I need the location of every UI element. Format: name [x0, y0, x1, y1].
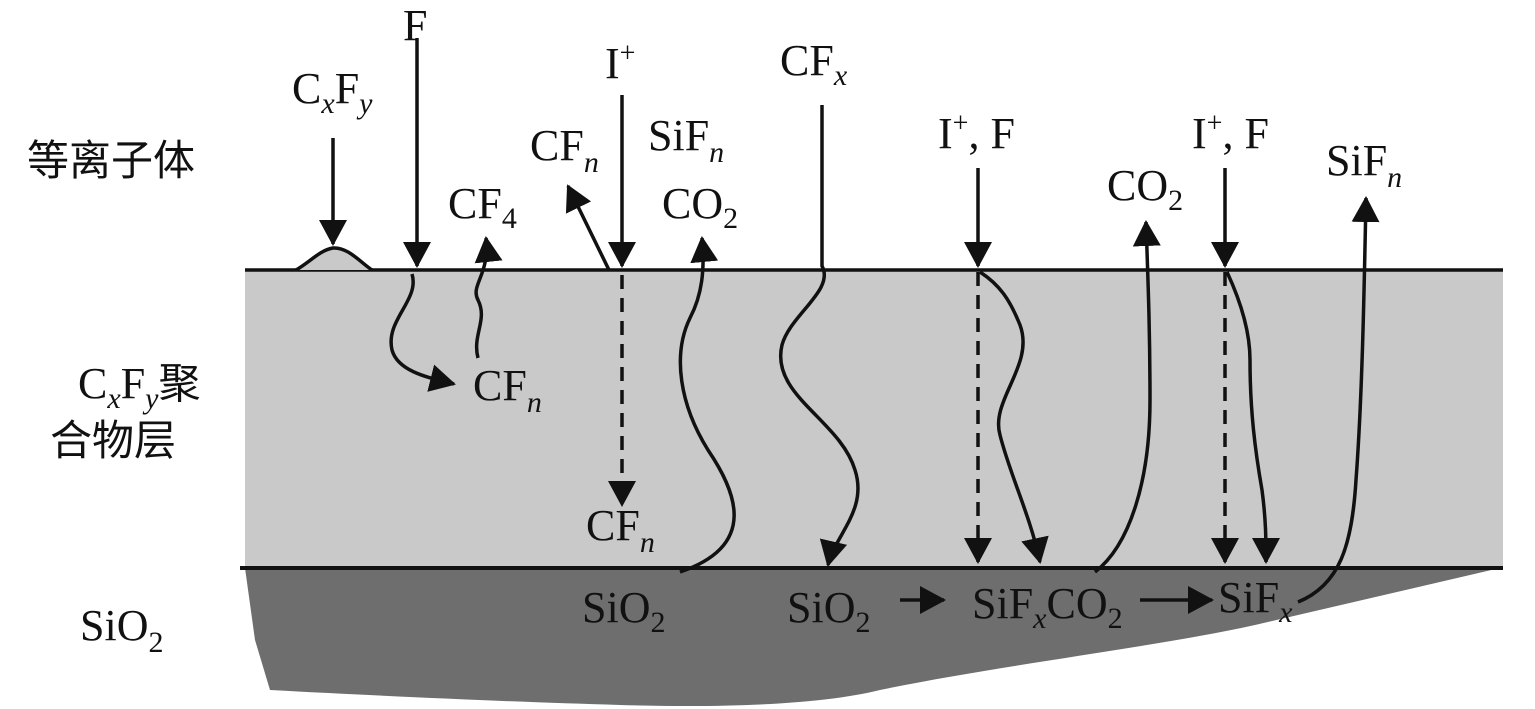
cfn-up-arrow [565, 184, 611, 271]
sio2-a-label: SiO2 [582, 583, 665, 639]
cfx-arrow [778, 105, 860, 567]
sifn-right-arrow [1297, 196, 1380, 604]
cfx-label: CFx [780, 36, 848, 92]
cf4-label: CF4 [448, 179, 517, 235]
co2-b-arrow [1093, 220, 1161, 574]
sio2-substrate [245, 568, 1500, 707]
sifn-right-label: SiFn [1326, 136, 1402, 194]
cf4-arrow [474, 236, 503, 359]
co2-up-arrow [678, 236, 736, 574]
deposit-bump [295, 246, 373, 272]
plasma-region-label: 等离子体 [27, 136, 195, 185]
co2-b-label: CO2 [1107, 161, 1183, 217]
sifx-co2-label: SiFxCO2 [972, 579, 1123, 635]
ion-f-1-curve [979, 270, 1049, 564]
cfn-mid-label: CFn [473, 361, 542, 419]
polymer-region-label-line2: 合物层 [50, 416, 176, 465]
cfn-up-label: CFn [530, 121, 599, 179]
cxfy-label: CxFy [292, 64, 373, 120]
polymer-layer [245, 270, 1503, 568]
sifx-label: SiFx [1218, 573, 1293, 629]
sifn-up-label: SiFn [648, 111, 724, 169]
f-to-cfn-arrow [389, 273, 456, 392]
co2-a-label: CO2 [662, 179, 738, 235]
cfn-bottom-label: CFn [586, 501, 655, 559]
ion-f-2-curve [1225, 271, 1280, 564]
substrate-region-label: SiO2 [80, 601, 163, 659]
ion-f-1-label: I+, F [938, 108, 1015, 158]
f-label: F [403, 1, 427, 50]
ion-label: I+ [605, 38, 635, 88]
polymer-region-label-line1: CxFy聚 [78, 359, 201, 415]
sio2-b-label: SiO2 [787, 583, 870, 639]
ion-f-2-label: I+, F [1192, 108, 1269, 158]
